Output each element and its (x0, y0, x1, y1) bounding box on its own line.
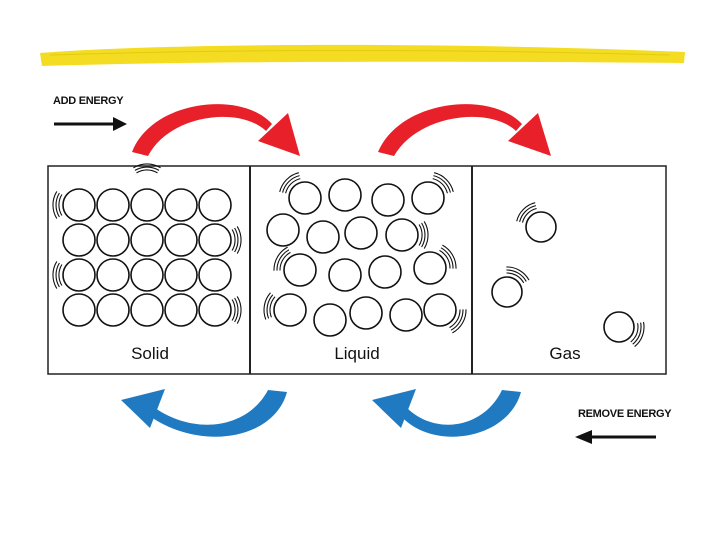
solid-particle (96, 223, 130, 257)
solid-particle (130, 223, 164, 257)
add-energy-arrow-solid-to-liquid (132, 104, 300, 156)
liquid-motion-marks (449, 309, 467, 334)
liquid-particle (344, 216, 378, 250)
remove-energy-label: REMOVE ENERGY (578, 408, 672, 420)
solid-vibration-marks (133, 163, 161, 174)
solid-particle (198, 188, 232, 222)
gas-particle (603, 311, 635, 343)
liquid-particle (389, 298, 423, 332)
liquid-particle (371, 183, 405, 217)
solid-particle (164, 223, 198, 257)
solid-particle (62, 293, 96, 327)
remove-energy-arrow-gas-to-liquid (372, 389, 521, 437)
liquid-motion-marks (418, 221, 429, 249)
liquid-particle (413, 251, 447, 285)
solid-particle (198, 258, 232, 292)
solid-particle (164, 258, 198, 292)
solid-particle (198, 293, 232, 327)
solid-particle (164, 293, 198, 327)
add-energy-label: ADD ENERGY (53, 95, 124, 107)
solid-panel-particles (52, 163, 242, 327)
phase-label-solid: Solid (131, 344, 169, 363)
phase-label-liquid: Liquid (334, 344, 380, 363)
liquid-motion-marks (279, 172, 301, 194)
gas-particle (525, 211, 557, 243)
solid-particle (130, 258, 164, 292)
liquid-motion-marks (439, 244, 457, 269)
solid-particle (62, 223, 96, 257)
solid-particle (96, 258, 130, 292)
liquid-particle (288, 181, 322, 215)
liquid-particle (266, 213, 300, 247)
liquid-particle (328, 258, 362, 292)
solid-vibration-marks (52, 261, 63, 289)
solid-particle (62, 258, 96, 292)
liquid-motion-marks (263, 292, 276, 320)
remove-energy-arrow (575, 430, 656, 444)
liquid-particle (313, 303, 347, 337)
solid-particle (164, 188, 198, 222)
solid-particle (198, 223, 232, 257)
remove-energy-arrow-liquid-to-solid (121, 389, 287, 437)
liquid-particle (306, 220, 340, 254)
solid-particle (62, 188, 96, 222)
gas-motion-marks (506, 266, 530, 284)
gas-particle (491, 276, 523, 308)
liquid-particle (423, 293, 457, 327)
solid-particle (130, 188, 164, 222)
solid-vibration-marks (231, 296, 242, 324)
solid-particle (96, 293, 130, 327)
gas-motion-marks (516, 202, 537, 223)
liquid-particle (328, 178, 362, 212)
liquid-particle (349, 296, 383, 330)
liquid-particle (283, 253, 317, 287)
liquid-motion-marks (432, 172, 454, 194)
add-energy-arrow (54, 117, 127, 131)
liquid-particle (385, 218, 419, 252)
highlighter-stroke (40, 44, 685, 66)
solid-vibration-marks (231, 226, 242, 254)
solid-particle (130, 293, 164, 327)
liquid-particle (411, 181, 445, 215)
solid-particle (96, 188, 130, 222)
gas-motion-marks (630, 321, 645, 348)
highlighter-texture (49, 49, 671, 56)
phase-label-gas: Gas (549, 344, 581, 363)
solid-vibration-marks (52, 191, 63, 219)
liquid-panel-particles (263, 172, 467, 337)
add-energy-arrow-liquid-to-gas (378, 104, 551, 156)
gas-panel-particles (491, 202, 645, 348)
liquid-particle (273, 293, 307, 327)
liquid-particle (368, 255, 402, 289)
liquid-motion-marks (273, 246, 291, 271)
